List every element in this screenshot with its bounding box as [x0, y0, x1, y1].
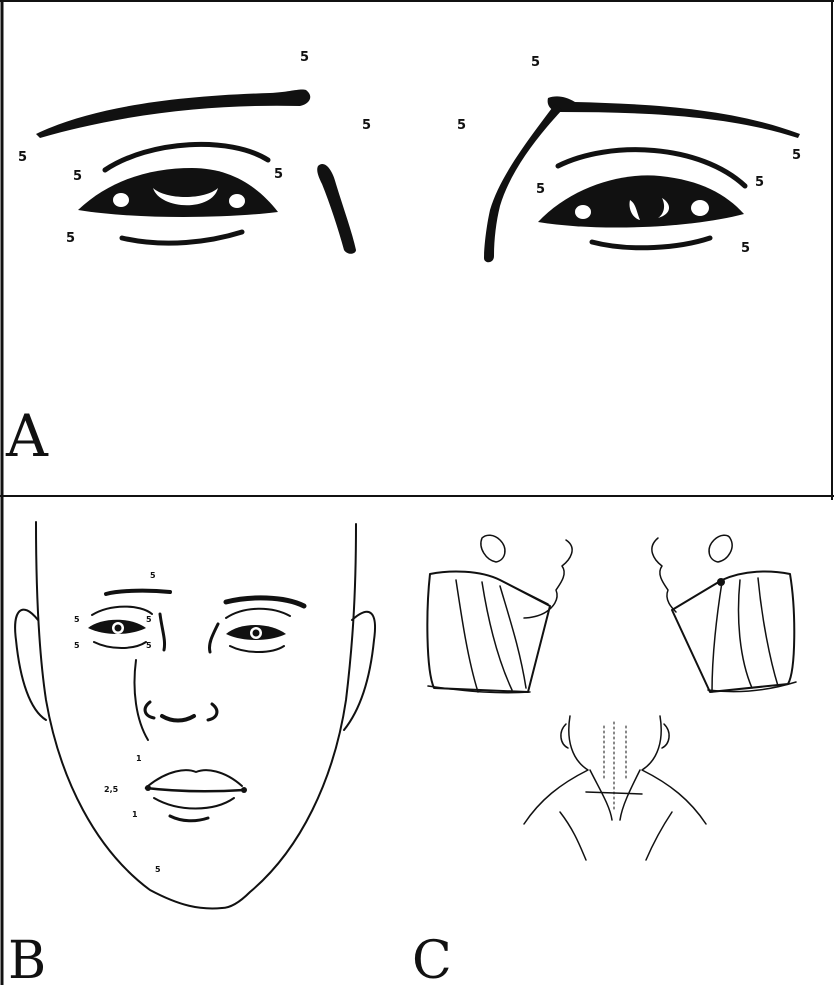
c-left-neck-outline [427, 572, 550, 692]
panel-b-letter: B [8, 931, 46, 985]
c-left-neck-muscle-front [456, 580, 478, 692]
b-upper-lip [148, 770, 242, 786]
b-nose-bridge-right [209, 624, 218, 652]
b-lower-lip [154, 798, 234, 809]
c-post-shoulder-band [586, 792, 642, 794]
c-right-neck-muscle-front [712, 582, 722, 692]
a-point-label: 5 [362, 118, 371, 133]
panel-c-neck-diagram [427, 535, 796, 860]
b-right-lower-lid [230, 646, 284, 652]
b-lip-line [146, 788, 244, 791]
right-nose-line [484, 104, 562, 262]
c-post-left-trapezius [590, 770, 612, 820]
b-left-upper-crease [92, 607, 152, 615]
c-left-jaw-line [500, 580, 548, 604]
c-post-left-ear [561, 724, 568, 748]
c-right-ear-outline [709, 535, 732, 562]
c-right-face-profile [652, 538, 676, 612]
a-point-label: 5 [536, 182, 545, 197]
b-nostril-right [208, 704, 217, 720]
b-left-cheek-line [135, 660, 149, 740]
left-nose-line [317, 164, 356, 254]
a-point-label: 5 [741, 241, 750, 256]
c-right-marker-point [717, 578, 725, 586]
panel-a-eyes-diagram [36, 89, 800, 262]
c-left-ear-outline [481, 535, 505, 562]
c-post-left-scapula [560, 812, 586, 860]
left-eye [78, 168, 278, 217]
b-mouth-corner-left [145, 785, 151, 791]
c-right-lateral-neck [652, 535, 796, 692]
a-point-label: 5 [531, 55, 540, 70]
a-point-label: 5 [792, 148, 801, 163]
b-chin-crease [170, 816, 208, 821]
b-nostril-left [145, 702, 154, 718]
right-eye-highlight-inner [691, 200, 709, 216]
c-right-neck-outline [672, 572, 794, 692]
right-eye-highlight-outer [575, 205, 591, 219]
c-left-neck-muscle-back [500, 586, 526, 688]
panel-b-labels: 5 5 5 5 5 1 2,5 1 5 [74, 571, 161, 874]
c-post-left-neck [524, 716, 588, 824]
b-point-label: 5 [74, 615, 80, 624]
b-point-label: 5 [74, 641, 80, 650]
panel-b-face-diagram [15, 522, 375, 908]
left-eye-highlight-inner [229, 194, 245, 208]
c-post-right-trapezius [620, 770, 640, 820]
b-nose-base [162, 716, 194, 721]
c-right-neck-muscle-mid [739, 580, 753, 688]
b-mouth-corner-right [241, 787, 247, 793]
right-eye [538, 175, 744, 227]
b-left-lower-lid [94, 642, 146, 648]
b-right-eye-pupil [253, 630, 260, 637]
right-eyebrow [548, 96, 800, 138]
a-point-label: 5 [18, 150, 27, 165]
a-point-label: 5 [300, 50, 309, 65]
head-right-outline [222, 524, 356, 908]
b-nose-bridge-left [160, 614, 165, 650]
b-right-upper-crease [226, 609, 290, 618]
panel-a-letter: A [5, 402, 49, 470]
b-point-label: 5 [150, 571, 156, 580]
b-right-eyebrow [226, 598, 304, 606]
b-point-label: 5 [146, 641, 152, 650]
c-left-lateral-neck [427, 535, 572, 693]
c-right-neck-muscle-back [758, 578, 778, 686]
b-point-label: 5 [146, 615, 152, 624]
c-posterior-neck [524, 716, 706, 860]
b-left-eye-pupil [115, 625, 122, 632]
c-post-right-scapula [646, 812, 672, 860]
a-point-label: 5 [274, 167, 283, 182]
left-eye-highlight-outer [113, 193, 129, 207]
a-point-label: 5 [73, 169, 82, 184]
b-point-label: 1 [132, 810, 138, 819]
a-point-label: 5 [457, 118, 466, 133]
left-upper-crease [105, 144, 268, 170]
right-lower-lid [592, 238, 710, 248]
b-left-eyebrow [106, 591, 170, 594]
c-post-right-neck [642, 716, 706, 824]
c-left-face-profile [524, 540, 572, 618]
panel-c-letter: C [412, 931, 452, 985]
left-lower-lid [122, 232, 242, 243]
a-point-label: 5 [66, 231, 75, 246]
a-point-label: 5 [755, 175, 764, 190]
c-post-right-ear [662, 724, 669, 748]
c-left-neck-muscle-mid [482, 582, 512, 690]
left-eyebrow [36, 89, 310, 138]
b-point-label: 1 [136, 754, 142, 763]
b-point-label: 5 [155, 865, 161, 874]
b-point-label: 2,5 [104, 785, 119, 794]
